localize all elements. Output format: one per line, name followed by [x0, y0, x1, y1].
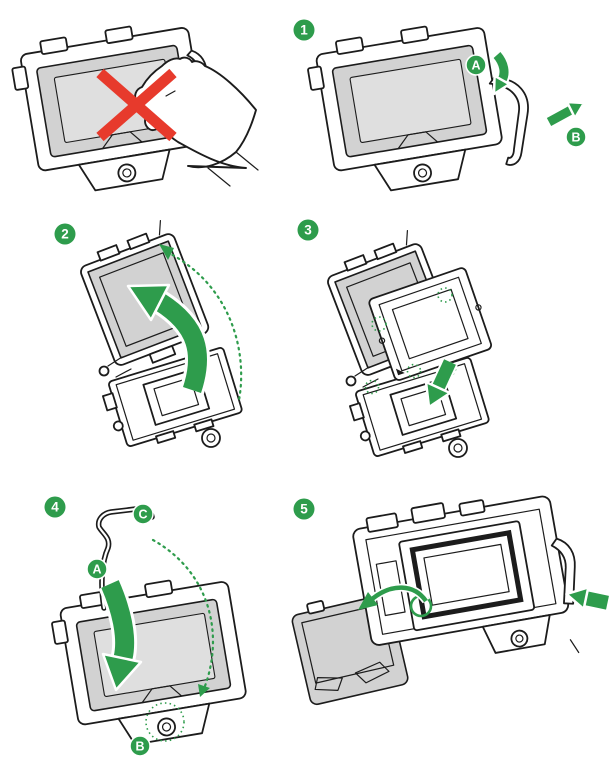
panel-step-1: 1 A B: [293, 16, 587, 202]
step-badge: 3: [297, 219, 319, 241]
callout-c: C: [132, 503, 154, 525]
callout-b: B: [565, 126, 587, 148]
panel-step-4: 4 C A B: [44, 496, 253, 757]
socket-lever-latched: [550, 537, 576, 605]
callout-a: A: [465, 54, 487, 76]
arrow-insert-cpu-icon: [424, 358, 458, 409]
callout-b: B: [129, 735, 151, 757]
arrow-remove-cap-icon: [358, 583, 430, 610]
lever-lock-dashed-circle: [145, 702, 185, 742]
panel-step-5: 5: [291, 495, 610, 706]
step-number: 2: [61, 227, 69, 242]
cpu-socket-closed-illustration: [303, 16, 529, 202]
step-badge: 4: [44, 496, 66, 518]
step-badge: 1: [293, 19, 315, 41]
arrow-press-lever-icon: [491, 50, 511, 96]
arrow-open-plate-icon: [126, 283, 211, 394]
arrow-close-plate-icon: [98, 578, 143, 692]
cpu-socket-closed-illustration: [47, 570, 253, 756]
cpu-socket-with-cpu-illustration: [352, 495, 580, 654]
step-badge: 2: [54, 223, 76, 245]
callout-a: A: [86, 558, 108, 580]
arrow-move-lever-icon: [545, 100, 586, 128]
panel-step-2: 2: [54, 217, 245, 456]
step-badge: 5: [293, 498, 315, 520]
callout-a-label: A: [92, 562, 101, 576]
step-number: 1: [300, 23, 308, 38]
step-number: 5: [300, 502, 308, 517]
callout-c-label: C: [138, 507, 147, 521]
cpu-corner-mark: [395, 368, 405, 376]
socket-lever-released: [488, 76, 529, 166]
step-number: 4: [51, 500, 59, 515]
rotation-path-dashed-arc: [151, 538, 215, 697]
rotation-path-dashed-arc: [159, 244, 243, 402]
cpu-heat-spreader: [409, 529, 524, 620]
red-x-mark-icon: [96, 68, 177, 142]
step-number: 3: [304, 223, 312, 238]
panel-warning-do-not-touch: [7, 16, 259, 202]
callout-b-label: B: [135, 739, 144, 753]
cpu-socket-open-illustration: [72, 217, 245, 456]
arrow-secure-lever-icon: [565, 586, 610, 613]
callout-a-label: A: [471, 58, 480, 72]
panel-step-3: 3: [297, 219, 492, 466]
callout-b-label: B: [571, 130, 580, 144]
